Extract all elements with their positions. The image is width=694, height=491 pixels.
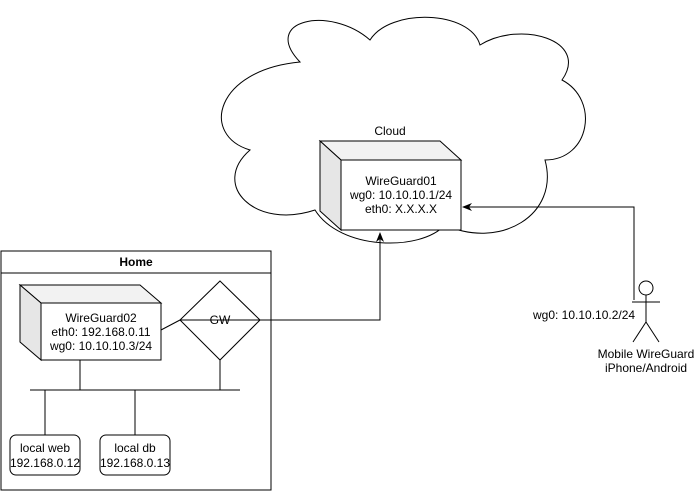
local-web-name: local web xyxy=(20,441,70,455)
mobile-name: Mobile WireGuard xyxy=(598,347,694,361)
wireguard01-name: WireGuard01 xyxy=(365,174,437,188)
local-db-ip: 192.168.0.13 xyxy=(100,456,170,470)
wireguard02-wg0: wg0: 10.10.10.3/24 xyxy=(49,339,152,353)
mobile-actor-icon[interactable] xyxy=(632,280,660,343)
wireguard01-server[interactable]: WireGuard01 wg0: 10.10.10.1/24 eth0: X.X… xyxy=(318,139,463,232)
home-title: Home xyxy=(119,255,153,269)
mobile-platform: iPhone/Android xyxy=(605,361,687,375)
local-web-ip: 192.168.0.12 xyxy=(10,456,80,470)
wireguard02-server[interactable]: WireGuard02 eth0: 192.168.0.11 wg0: 10.1… xyxy=(18,283,163,362)
wireguard01-eth0: eth0: X.X.X.X xyxy=(365,202,437,216)
wireguard02-name: WireGuard02 xyxy=(65,311,137,325)
wireguard02-eth0: eth0: 192.168.0.11 xyxy=(51,325,151,339)
wireguard01-wg0: wg0: 10.10.10.1/24 xyxy=(349,188,452,202)
local-db-name: local db xyxy=(114,441,156,455)
connections xyxy=(30,203,635,435)
local-web-host[interactable]: local web 192.168.0.12 xyxy=(9,434,81,476)
local-db-host[interactable]: local db 192.168.0.13 xyxy=(99,434,171,476)
cloud-shape xyxy=(221,16,586,244)
mobile-wg0-address: wg0: 10.10.10.2/24 xyxy=(532,308,635,322)
cloud-label: Cloud xyxy=(374,124,405,138)
